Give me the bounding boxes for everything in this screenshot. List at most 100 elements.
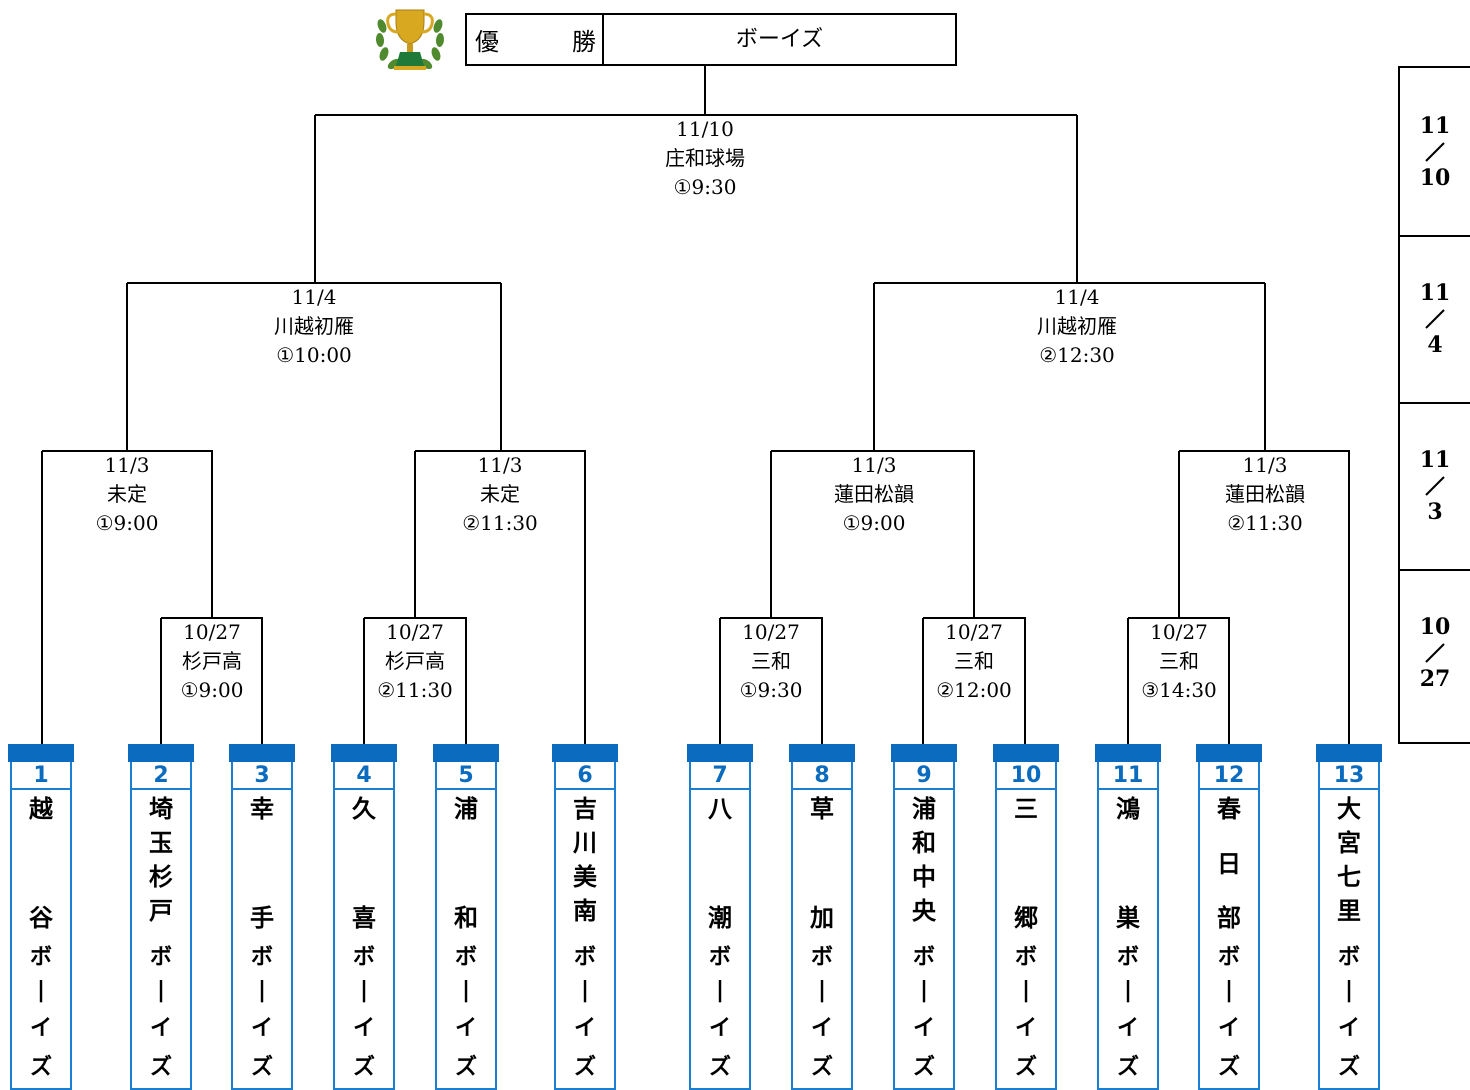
team-name: 埼 玉 杉 戸: [132, 792, 190, 935]
team-cap: [433, 744, 499, 762]
team-name-char: 久: [352, 794, 376, 823]
team-name-char: 大: [1337, 794, 1361, 823]
team-suffix-char: イ: [1014, 1016, 1037, 1042]
team-number: 10: [997, 762, 1055, 790]
round-date-quarter: 11 3: [1400, 402, 1470, 571]
team-name-char: 宮: [1337, 828, 1361, 857]
team-suffix-char: |: [715, 977, 725, 1003]
team-number: 4: [335, 762, 393, 790]
team-box: 1 越 谷 ボ | イ ズ: [10, 762, 72, 1090]
team-name: 鴻 巣: [1099, 792, 1157, 935]
round-date-round1: 10 27: [1400, 569, 1470, 736]
match-venue: 蓮田松韻: [834, 482, 914, 506]
team-slot-9: 9 浦 和 中 央 ボ | イ ズ: [891, 744, 957, 1090]
team-suffix-char: イ: [1217, 1016, 1240, 1042]
round-date-top: 11: [1419, 279, 1451, 306]
team-cap: [1095, 744, 1161, 762]
team-suffix-char: ボ: [1014, 944, 1037, 970]
team-slot-13: 13 大 宮 七 里 ボ | イ ズ: [1316, 744, 1382, 1090]
match-venue: 杉戸高: [384, 649, 445, 673]
round-date-top: 11: [1419, 112, 1451, 139]
team-name: 春 日 部: [1200, 792, 1258, 935]
match-venue: 未定: [107, 482, 147, 506]
slash-icon: [1425, 308, 1445, 329]
team-name-char: 草: [810, 794, 834, 823]
team-cap: [687, 744, 753, 762]
team-suffix-char: ボ: [1217, 944, 1240, 970]
team-name-char: 春: [1217, 794, 1241, 823]
round-date-bottom: 10: [1419, 164, 1451, 191]
team-box: 9 浦 和 中 央 ボ | イ ズ: [893, 762, 955, 1090]
team-name-char: 里: [1337, 896, 1361, 925]
team-slot-7: 7 八 潮 ボ | イ ズ: [687, 744, 753, 1090]
team-suffix-char: ズ: [810, 1055, 833, 1081]
team-suffix-char: イ: [1337, 1016, 1360, 1042]
winner-label-left: 優: [475, 28, 499, 56]
team-box: 2 埼 玉 杉 戸 ボ | イ ズ: [130, 762, 192, 1090]
team-box: 7 八 潮 ボ | イ ズ: [689, 762, 751, 1090]
team-cap: [331, 744, 397, 762]
match-venue: 川越初雁: [1037, 314, 1117, 338]
team-suffix: ボ | イ ズ: [895, 935, 953, 1085]
team-suffix: ボ | イ ズ: [556, 935, 614, 1085]
match-venue: 三和: [953, 649, 994, 673]
team-box: 6 吉 川 美 南 ボ | イ ズ: [554, 762, 616, 1090]
team-suffix: ボ | イ ズ: [233, 935, 291, 1085]
team-number: 8: [793, 762, 851, 790]
team-cap: [229, 744, 295, 762]
team-suffix-char: ズ: [708, 1055, 731, 1081]
match-date: 10/27: [1150, 620, 1208, 644]
team-suffix-char: |: [156, 977, 166, 1003]
team-suffix-char: |: [257, 977, 267, 1003]
team-name-char: 浦: [454, 794, 478, 823]
team-slot-5: 5 浦 和 ボ | イ ズ: [433, 744, 499, 1090]
team-suffix: ボ | イ ズ: [335, 935, 393, 1085]
match-venue: 川越初雁: [274, 314, 354, 338]
team-number: 3: [233, 762, 291, 790]
team-name: 八 潮: [691, 792, 749, 935]
team-name-char: 和: [454, 903, 478, 932]
match-date: 10/27: [183, 620, 241, 644]
slash-icon: [1425, 475, 1445, 496]
team-box: 8 草 加 ボ | イ ズ: [791, 762, 853, 1090]
team-suffix-char: ズ: [912, 1055, 935, 1081]
team-name-char: 玉: [149, 828, 173, 857]
semi-match-label: 11/4 川越初雁 ②12:30: [1037, 283, 1117, 370]
match-venue: 三和: [751, 649, 791, 673]
match-venue: 三和: [1158, 649, 1199, 673]
team-number: 6: [556, 762, 614, 790]
team-suffix-char: |: [1224, 977, 1234, 1003]
quarter-match-label: 11/3 蓮田松韻 ①9:00: [834, 451, 914, 538]
team-cap: [993, 744, 1059, 762]
team-name-char: 越: [29, 794, 53, 823]
team-suffix-char: イ: [1116, 1016, 1139, 1042]
team-slot-1: 1 越 谷 ボ | イ ズ: [8, 744, 74, 1090]
round-date-bottom: 4: [1427, 331, 1443, 358]
team-suffix-char: ズ: [149, 1055, 172, 1081]
team-box: 13 大 宮 七 里 ボ | イ ズ: [1318, 762, 1380, 1090]
team-suffix-char: イ: [573, 1016, 596, 1042]
team-name-char: 郷: [1014, 903, 1038, 932]
team-suffix-char: ズ: [573, 1055, 596, 1081]
round1-match-label: 10/27 三和 ①9:30: [740, 618, 803, 705]
team-name: 三 郷: [997, 792, 1055, 935]
round-date-column: 11 10 11 4 11 3 10 27: [1398, 66, 1470, 744]
winner-label: 優 勝: [467, 15, 604, 64]
team-suffix: ボ | イ ズ: [1200, 935, 1258, 1085]
team-name-char: 戸: [149, 896, 173, 925]
match-date: 11/4: [291, 285, 337, 309]
match-venue: 蓮田松韻: [1225, 482, 1305, 506]
team-name-char: 南: [573, 896, 597, 925]
winner-value: ボーイズ: [735, 27, 824, 52]
team-name-char: 和: [912, 828, 936, 857]
team-suffix-char: ボ: [250, 944, 273, 970]
match-date: 11/3: [1242, 453, 1288, 477]
team-suffix-char: ズ: [1014, 1055, 1037, 1081]
match-date: 11/3: [477, 453, 523, 477]
team-suffix-char: |: [919, 977, 929, 1003]
team-suffix: ボ | イ ズ: [12, 935, 70, 1085]
team-cap: [891, 744, 957, 762]
round1-match-label: 10/27 杉戸高 ②11:30: [377, 618, 453, 705]
match-date: 11/4: [1054, 285, 1100, 309]
